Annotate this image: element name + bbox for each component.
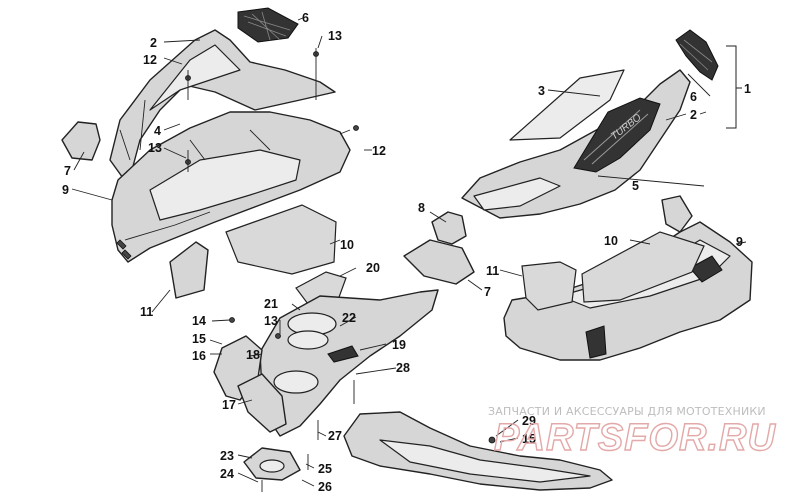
callout-17: 17 [222,398,236,412]
callout-6: 6 [302,11,309,25]
hood-upper-right: TURBO [461,69,691,219]
callout-4: 4 [154,124,161,138]
callout-27: 27 [328,429,342,443]
callouts: 2 12 6 13 4 13 12 7 9 10 11 3 6 2 1 5 8 … [62,11,751,494]
callout-14: 14 [192,314,206,328]
callout-11: 11 [140,305,153,319]
callout-16: 16 [192,349,206,363]
callout-1: 1 [744,82,751,96]
group-bracket-1 [726,45,742,129]
hood-upper-left [109,29,336,186]
gasket-20 [295,271,347,305]
intake-panel [259,289,439,437]
callout-26: 26 [318,480,332,494]
callout-13: 13 [148,141,162,155]
callout-10: 10 [340,238,354,252]
callout-15: 15 [192,332,206,346]
callout-7: 7 [64,164,71,178]
side-cap-left [61,121,101,161]
callout-13: 13 [328,29,342,43]
callout-29: 29 [522,414,536,428]
side-cap-right [431,211,467,245]
callout-18: 18 [246,348,260,362]
fasteners-left [185,48,359,172]
lower-duct [237,373,287,433]
callout-11: 11 [486,264,499,278]
callout-24: 24 [220,467,234,481]
callout-20: 20 [366,261,380,275]
callout-22: 22 [342,311,356,325]
watermark-caption: ЗАПЧАСТИ И АКСЕССУАРЫ ДЛЯ МОТОТЕХНИКИ [488,405,766,418]
callout-2: 2 [690,108,697,122]
callout-3: 3 [538,84,545,98]
callout-6: 6 [690,90,697,104]
callout-12: 12 [372,144,386,158]
watermark-site: PARTSFOR.RU [494,417,776,459]
callout-15: 15 [522,432,536,446]
side-panel-right [521,261,577,311]
callout-25: 25 [318,462,332,476]
callout-10: 10 [604,234,618,248]
callout-19: 19 [392,338,406,352]
callout-7: 7 [484,285,491,299]
lower-hood-left [111,111,351,263]
vent-grille-right [675,29,719,81]
callout-5: 5 [632,179,639,193]
callout-2: 2 [150,36,157,50]
side-panel-left [169,241,209,299]
callout-12: 12 [143,53,157,67]
insulation-pad-left [225,204,337,275]
vent-grille-left [237,7,299,43]
callout-8: 8 [418,201,425,215]
callout-28: 28 [396,361,410,375]
leader-lines [71,16,747,487]
callout-9: 9 [736,235,743,249]
watermark: ЗАПЧАСТИ И АКСЕССУАРЫ ДЛЯ МОТОТЕХНИКИ PA… [488,405,776,460]
callout-13: 13 [264,314,278,328]
skid-plate [343,411,613,491]
insulation-pad-right [581,231,705,303]
bottom-bracket [243,447,301,481]
fasteners-center [229,317,355,492]
callout-23: 23 [220,449,234,463]
side-cap-right-lower [403,239,475,285]
callout-9: 9 [62,183,69,197]
callout-21: 21 [264,297,278,311]
